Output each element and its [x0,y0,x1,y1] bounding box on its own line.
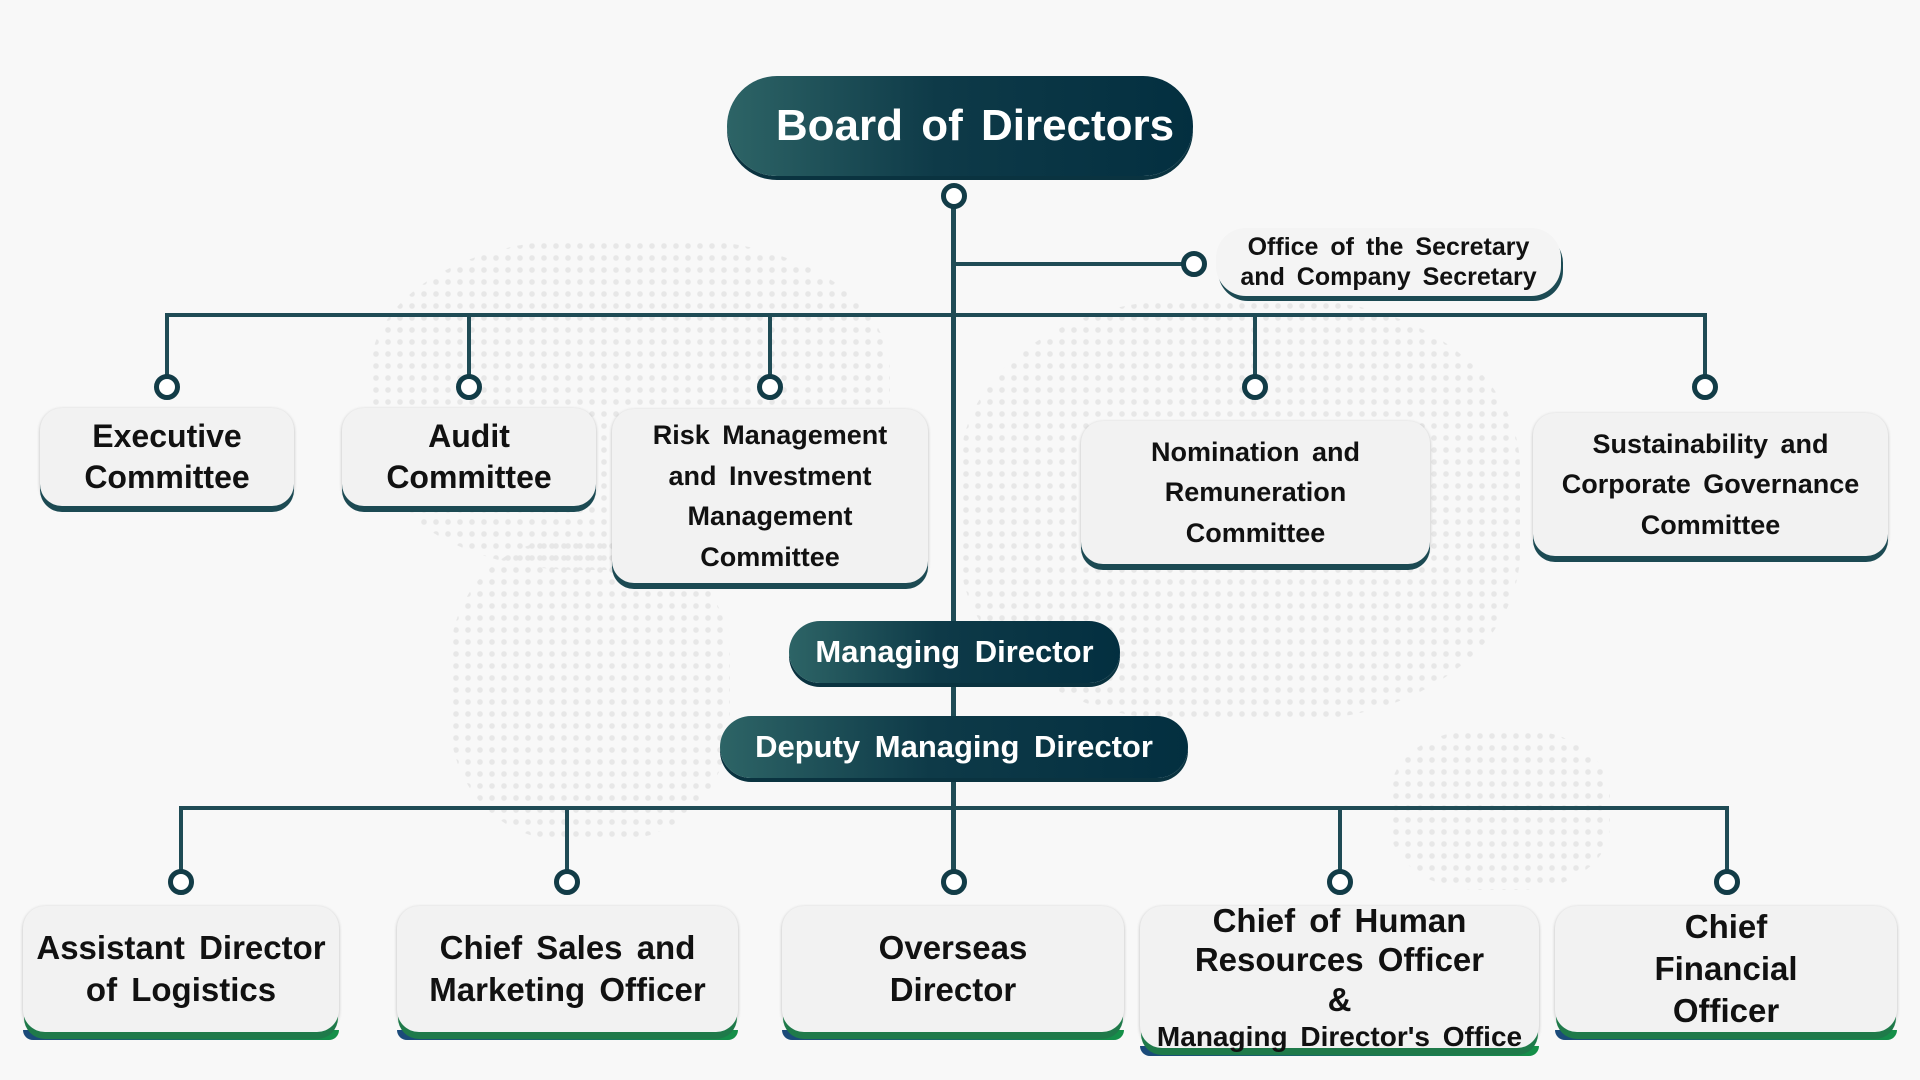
connector-node [1181,251,1207,277]
logistics-director-node: Assistant Director of Logistics [23,906,339,1040]
committee-label: Nomination and Remuneration Committee [1151,436,1360,548]
officer-label: Assistant Director of Logistics [36,928,326,1008]
managing-director-label: Managing Director [815,634,1094,669]
deputy-managing-director-node: Deputy Managing Director [720,716,1188,778]
board-of-directors-node: Board of Directors [727,76,1193,176]
connector-node [941,183,967,209]
hr-officer-node: Chief of Human Resources Officer & Manag… [1140,902,1539,1056]
secretary-office-node: Office of the Secretary and Company Secr… [1216,228,1561,296]
committee-drop [467,313,471,383]
officer-drop [1338,806,1342,878]
connector-node [757,374,783,400]
officer-drop [179,806,183,878]
officer-drop [1725,806,1729,878]
connector-node [1327,869,1353,895]
trunk-line [951,196,956,886]
officer-label: Chief Financial Officer [1654,907,1798,1030]
officer-label: Overseas Director [878,928,1028,1008]
officer-sublabel: Managing Director's Office [1156,1020,1523,1052]
secretary-line1: Office of the Secretary [1247,233,1530,261]
sustainability-committee-node: Sustainability and Corporate Governance … [1533,413,1888,556]
connector-node [1692,374,1718,400]
connector-node [1242,374,1268,400]
officer-bus-line [179,806,1729,810]
committee-label: Executive Committee [84,418,250,495]
committee-drop [1703,313,1707,383]
committee-label: Sustainability and Corporate Governance … [1561,428,1860,540]
chief-financial-officer-node: Chief Financial Officer [1555,906,1897,1040]
connector-node [168,869,194,895]
committee-drop [768,313,772,383]
secretary-branch-line [954,262,1182,266]
connector-node [456,374,482,400]
managing-director-node: Managing Director [789,621,1120,683]
connector-node [1714,869,1740,895]
committee-label: Risk Management and Investment Managemen… [652,420,888,572]
officer-drop [565,806,569,878]
board-label: Board of Directors [775,101,1175,150]
committee-drop [1253,313,1257,383]
officer-label: Chief Sales and Marketing Officer [429,928,706,1008]
secretary-line2: and Company Secretary [1240,263,1537,291]
nomination-committee-node: Nomination and Remuneration Committee [1081,421,1430,564]
committee-bus-line [165,313,1707,317]
connector-node [941,869,967,895]
world-map-dots [1390,730,1610,890]
connector-node [154,374,180,400]
officer-label: Chief of Human Resources Officer & [1194,901,1485,1018]
risk-committee-node: Risk Management and Investment Managemen… [612,409,928,583]
audit-committee-node: Audit Committee [342,408,596,506]
committee-drop [165,313,169,383]
deputy-managing-director-label: Deputy Managing Director [755,729,1153,764]
world-map-dots [450,540,730,840]
connector-node [554,869,580,895]
sales-marketing-officer-node: Chief Sales and Marketing Officer [397,906,738,1040]
overseas-director-node: Overseas Director [782,906,1124,1040]
executive-committee-node: Executive Committee [40,408,294,506]
committee-label: Audit Committee [386,418,552,495]
